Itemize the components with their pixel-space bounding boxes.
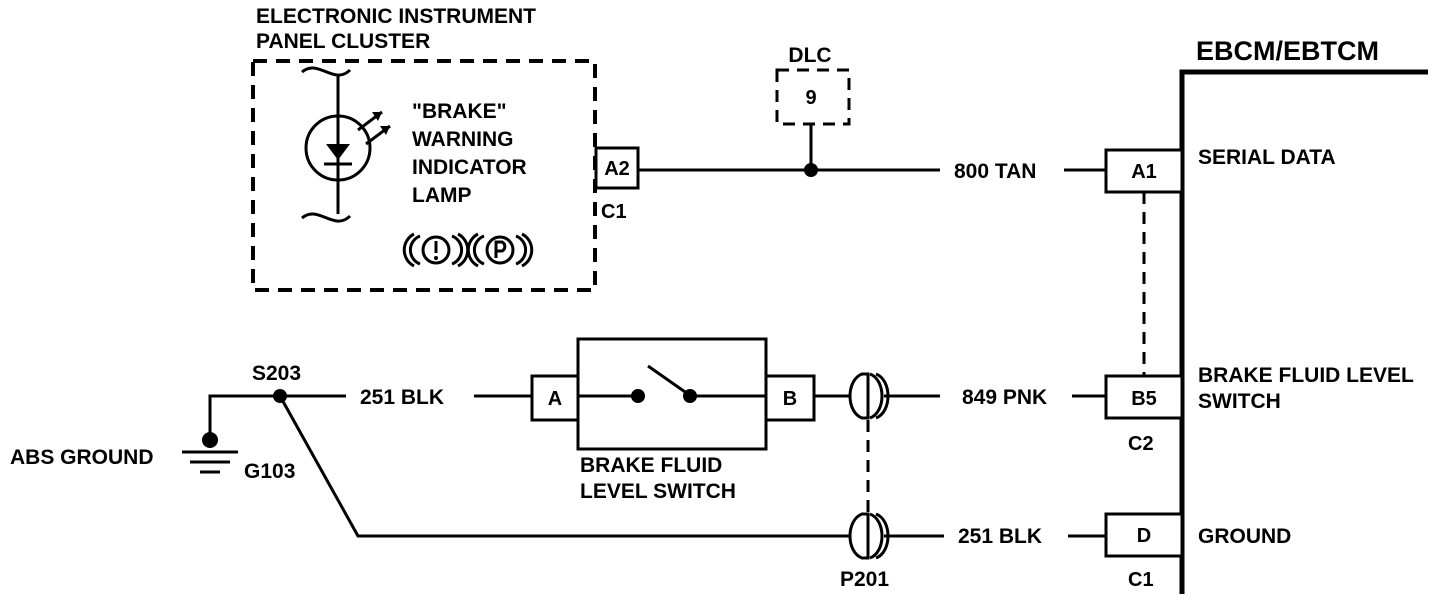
module-pin-b5-label: B5 bbox=[1131, 388, 1157, 410]
pnk-wire-label: 849 PNK bbox=[962, 386, 1047, 409]
module-title: EBCM/EBTCM bbox=[1196, 36, 1379, 66]
ground-dot bbox=[202, 432, 218, 448]
brake-fluid-function-line2: SWITCH bbox=[1198, 390, 1281, 413]
serial-wire-label: 800 TAN bbox=[954, 160, 1036, 183]
inline-connector-label: P201 bbox=[840, 568, 889, 591]
module-pin-d-label: D bbox=[1137, 525, 1151, 547]
cluster-boundary bbox=[251, 59, 597, 292]
module-connector-c2: C2 bbox=[1128, 433, 1154, 455]
module-connector-c1: C1 bbox=[1128, 569, 1154, 591]
switch-label-line1: BRAKE FLUID bbox=[580, 454, 722, 477]
ground-upper-wire-label: 251 BLK bbox=[360, 386, 444, 409]
module-pin-a1-label: A1 bbox=[1131, 161, 1157, 183]
cluster-pin-label: A2 bbox=[604, 158, 630, 180]
switch-label-line2: LEVEL SWITCH bbox=[580, 480, 736, 503]
dlc-pin-label: 9 bbox=[805, 87, 816, 109]
switch-pin-a bbox=[530, 374, 580, 422]
module-boundary bbox=[1179, 69, 1428, 594]
cluster-title-line2: PANEL CLUSTER bbox=[256, 30, 430, 53]
switch-contact-left bbox=[631, 389, 645, 403]
lamp-label-line2: WARNING bbox=[412, 128, 514, 151]
switch-blade bbox=[647, 364, 689, 396]
splice-label: S203 bbox=[252, 362, 301, 385]
ground-wire-lower bbox=[278, 395, 852, 538]
serial-data-label: SERIAL DATA bbox=[1198, 146, 1336, 169]
ground-drop-wire bbox=[208, 394, 278, 438]
switch-pin-b bbox=[764, 374, 816, 422]
ground-id-label: G103 bbox=[244, 460, 295, 483]
lamp-label-line4: LAMP bbox=[412, 184, 472, 207]
abs-ground: ABS GROUND G103 bbox=[10, 394, 295, 483]
ground-lower-wire-label: 251 BLK bbox=[958, 525, 1042, 548]
brake-fluid-function-line1: BRAKE FLUID LEVEL bbox=[1198, 364, 1414, 387]
switch-pin-b-label: B bbox=[783, 388, 797, 410]
cluster-connector-label: C1 bbox=[601, 201, 627, 223]
ground-function-label: GROUND bbox=[1198, 525, 1291, 548]
cluster-title-line1: ELECTRONIC INSTRUMENT bbox=[256, 5, 536, 28]
cluster-pin-a2 bbox=[594, 146, 640, 190]
lamp-label-line1: "BRAKE" bbox=[412, 100, 507, 123]
switch-body bbox=[576, 337, 768, 451]
brake-warning-icon bbox=[402, 232, 470, 268]
dlc-label: DLC bbox=[788, 44, 831, 67]
inline-connector-p201 bbox=[848, 512, 890, 560]
lamp-label-line3: INDICATOR bbox=[412, 156, 527, 179]
dlc-connector: DLC 9 bbox=[775, 44, 851, 177]
parking-brake-icon bbox=[466, 232, 534, 268]
ground-label: ABS GROUND bbox=[10, 446, 154, 469]
instrument-panel-cluster: ELECTRONIC INSTRUMENT PANEL CLUSTER "BRA… bbox=[251, 5, 640, 292]
inline-connector-upper bbox=[848, 372, 890, 420]
brake-lamp-symbol bbox=[301, 66, 391, 223]
brake-fluid-level-switch: A B BRAKE FLUID LEVEL SWITCH bbox=[530, 337, 816, 503]
switch-pin-a-label: A bbox=[548, 388, 562, 410]
dlc-boundary bbox=[775, 68, 851, 126]
ebcm-module: EBCM/EBTCM A1 SERIAL DATA B5 C2 BRAKE FL… bbox=[1104, 36, 1428, 594]
